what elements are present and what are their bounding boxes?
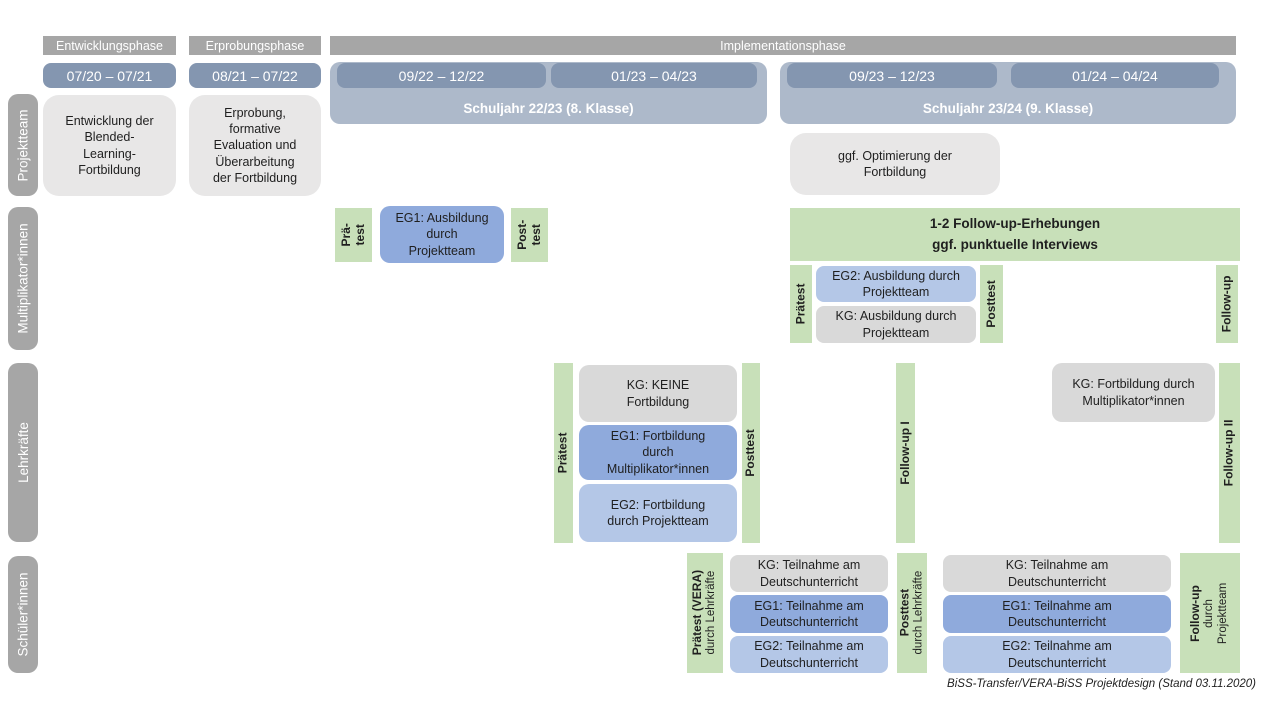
lehr-followup2-bar: Follow-up II: [1219, 363, 1240, 543]
mult-kg-ausbildung: KG: Ausbildung durch Projektteam: [816, 306, 976, 343]
date-range-6: 01/24 – 04/24: [1011, 63, 1219, 88]
schueler-followup-title: Follow-up: [1188, 584, 1203, 642]
schueler-followup-sub: durch Projektteam: [1203, 582, 1230, 644]
phase-header-implementation: Implementationsphase: [330, 36, 1236, 55]
lehr-followup1-bar: Follow-up I: [896, 363, 915, 543]
schueler-praetest-vera-title: Prätest (VERA): [690, 570, 705, 656]
lehr-praetest-bar: Prätest: [554, 363, 573, 543]
mult-praetest-bar: Prä- test: [335, 208, 372, 262]
row-label-multiplikatoren: Multiplikator*innen: [8, 207, 38, 350]
schueler-posttest-sub: durch Lehrkräfte: [912, 571, 925, 655]
date-range-4: 01/23 – 04/23: [551, 63, 757, 88]
row-label-projektteam: Projektteam: [8, 94, 38, 196]
date-range-5: 09/23 – 12/23: [787, 63, 997, 88]
phase-header-entwicklung: Entwicklungsphase: [43, 36, 176, 55]
mult-posttest2-bar: Posttest: [980, 265, 1003, 343]
mult-followup-banner: 1-2 Follow-up-Erhebungen ggf. punktuelle…: [790, 208, 1240, 261]
mult-eg1-ausbildung: EG1: Ausbildung durch Projektteam: [380, 206, 504, 263]
schueler-kg-teilnahme-1: KG: Teilnahme am Deutschunterricht: [730, 555, 888, 592]
schueler-praetest-vera-bar: Prätest (VERA) durch Lehrkräfte: [687, 553, 723, 673]
schueler-kg-teilnahme-2: KG: Teilnahme am Deutschunterricht: [943, 555, 1171, 592]
schueler-eg2-teilnahme-2: EG2: Teilnahme am Deutschunterricht: [943, 636, 1171, 673]
mult-followup-bar: Follow-up: [1216, 265, 1238, 343]
schueler-eg1-teilnahme-1: EG1: Teilnahme am Deutschunterricht: [730, 595, 888, 633]
lehr-followup2-label: Follow-up II: [1221, 419, 1236, 487]
mult-posttest2-label: Posttest: [983, 280, 998, 328]
lehr-kg-keine-fortbildung: KG: KEINE Fortbildung: [579, 365, 737, 422]
mult-followup-label: Follow-up: [1219, 275, 1234, 333]
row-label-lehrkraefte-text: Lehrkräfte: [15, 422, 31, 483]
row-label-multiplikatoren-text: Multiplikator*innen: [15, 223, 31, 334]
date-range-3: 09/22 – 12/22: [337, 63, 546, 88]
mult-praetest-label: Prä- test: [338, 223, 367, 247]
row-label-lehrkraefte: Lehrkräfte: [8, 363, 38, 542]
lehr-praetest-label: Prätest: [555, 432, 570, 474]
row-label-schueler: Schüler*innen: [8, 556, 38, 673]
schueler-followup-label: Follow-up durch Projektteam: [1189, 582, 1232, 643]
schueler-posttest-title: Posttest: [897, 589, 912, 637]
task-erprobung-evaluation: Erprobung, formative Evaluation und Über…: [189, 95, 321, 196]
schueler-praetest-vera-sub: durch Lehrkräfte: [705, 571, 718, 655]
lehr-eg1-fortbildung: EG1: Fortbildung durch Multiplikator*inn…: [579, 425, 737, 480]
task-optimierung-fortbildung: ggf. Optimierung der Fortbildung: [790, 133, 1000, 195]
mult-praetest2-label: Prätest: [793, 283, 808, 325]
schueler-posttest-label: Posttest durch Lehrkräfte: [897, 571, 926, 655]
lehr-posttest-bar: Posttest: [742, 363, 760, 543]
schueler-eg2-teilnahme-1: EG2: Teilnahme am Deutschunterricht: [730, 636, 888, 673]
date-range-1: 07/20 – 07/21: [43, 63, 176, 88]
row-label-schueler-text: Schüler*innen: [15, 572, 31, 657]
mult-praetest2-bar: Prätest: [790, 265, 812, 343]
mult-posttest-label: Post- test: [514, 220, 543, 250]
row-label-projektteam-text: Projektteam: [15, 108, 31, 182]
schueler-praetest-vera-label: Prätest (VERA) durch Lehrkräfte: [690, 570, 719, 655]
schueler-followup-bar: Follow-up durch Projektteam: [1180, 553, 1240, 673]
schueler-posttest-bar: Posttest durch Lehrkräfte: [897, 553, 927, 673]
schueler-eg1-teilnahme-2: EG1: Teilnahme am Deutschunterricht: [943, 595, 1171, 633]
lehr-posttest-label: Posttest: [743, 429, 758, 477]
lehr-eg2-fortbildung: EG2: Fortbildung durch Projektteam: [579, 484, 737, 542]
date-range-2: 08/21 – 07/22: [189, 63, 321, 88]
lehr-followup1-label: Follow-up I: [897, 421, 912, 485]
mult-posttest-bar: Post- test: [511, 208, 548, 262]
task-entwicklung-fortbildung: Entwicklung der Blended- Learning- Fortb…: [43, 95, 176, 196]
mult-eg2-ausbildung: EG2: Ausbildung durch Projektteam: [816, 266, 976, 302]
diagram-caption: BiSS-Transfer/VERA-BiSS Projektdesign (S…: [947, 678, 1256, 690]
phase-header-erprobung: Erprobungsphase: [189, 36, 321, 55]
lehr-kg-fortbildung-mult: KG: Fortbildung durch Multiplikator*inne…: [1052, 363, 1215, 422]
